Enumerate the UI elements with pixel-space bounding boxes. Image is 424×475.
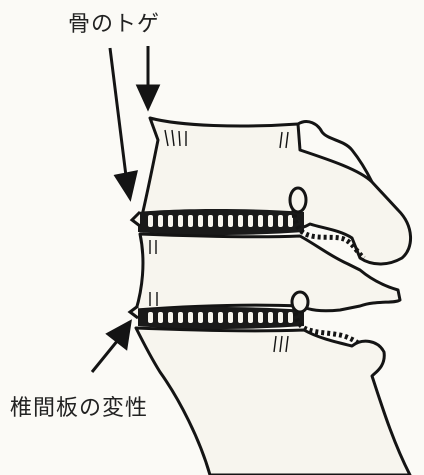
arrow-disc-shaft xyxy=(92,340,118,372)
arrow-spur-right-head xyxy=(138,86,158,108)
lower-vertebra-body xyxy=(136,328,410,475)
arrow-spur-left-shaft xyxy=(110,48,126,176)
arrow-spur-left-head xyxy=(116,172,136,198)
arrow-disc-head xyxy=(108,322,130,348)
lower-foramen xyxy=(292,292,308,312)
disc-degeneration-label: 椎間板の変性 xyxy=(10,390,148,422)
bone-spur-lower xyxy=(130,306,138,318)
bone-spur-label: 骨のトゲ xyxy=(68,6,160,38)
upper-foramen xyxy=(290,188,306,212)
upper-disc-texture xyxy=(148,215,293,227)
bone-spur-upper xyxy=(132,212,140,226)
lower-vertebra xyxy=(136,328,410,475)
lower-disc-texture xyxy=(148,312,293,323)
